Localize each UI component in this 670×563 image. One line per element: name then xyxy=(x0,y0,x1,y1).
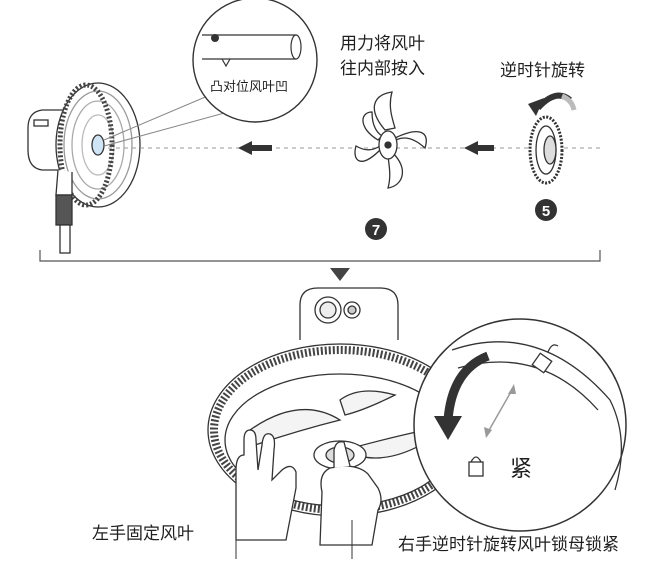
step-badge-blade: 7 xyxy=(365,218,387,240)
lock-icon xyxy=(468,456,484,477)
fan-side-view xyxy=(27,82,141,254)
right-hand-illustration xyxy=(319,441,382,546)
step-bracket xyxy=(39,250,601,281)
svg-text:7: 7 xyxy=(372,222,380,239)
unlock-icon xyxy=(531,344,559,374)
step-badge-nut: 5 xyxy=(535,199,557,221)
push-blade-label-line1: 用力将风叶 xyxy=(340,34,425,54)
left-hand-illustration xyxy=(235,429,297,541)
blade-nut xyxy=(528,115,564,185)
svg-text:5: 5 xyxy=(542,203,550,220)
notch-callout xyxy=(103,0,318,147)
right-hand-label: 右手逆时针旋转风叶锁母锁紧 xyxy=(398,535,619,555)
rotate-arrow-icon xyxy=(528,92,577,116)
align-notch-label: 凸对位风叶凹 xyxy=(210,80,289,95)
left-hand-label: 左手固定风叶 xyxy=(92,524,194,544)
push-blade-label-line2: 往内部按入 xyxy=(340,59,425,79)
tighten-label: 紧 xyxy=(510,457,533,482)
fan-blade xyxy=(354,91,427,189)
rotate-ccw-label: 逆时针旋转 xyxy=(500,61,585,81)
tighten-callout xyxy=(413,318,627,532)
assembly-arrows xyxy=(238,141,494,155)
